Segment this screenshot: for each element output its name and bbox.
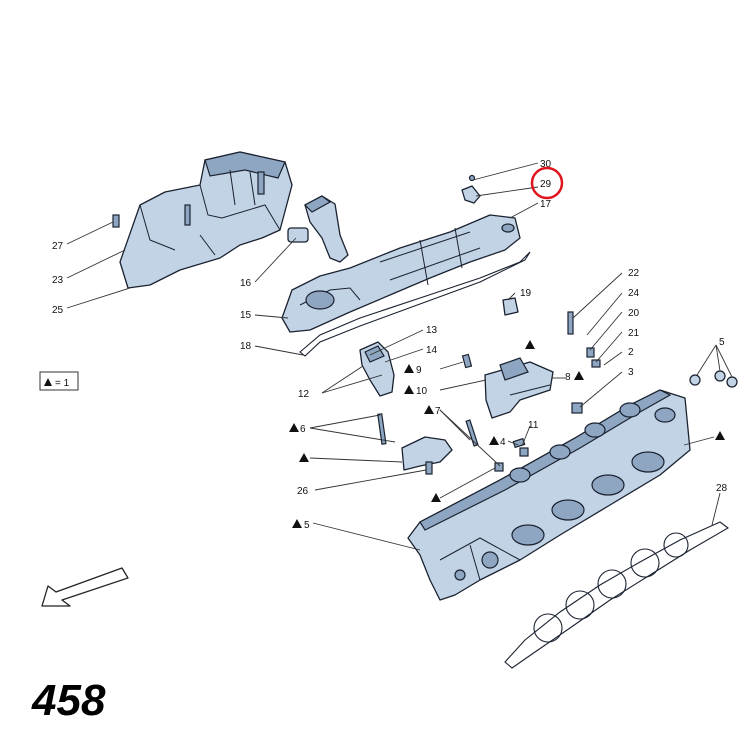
label-17: 17 bbox=[540, 199, 552, 210]
label-19: 19 bbox=[520, 288, 532, 299]
label-22: 22 bbox=[628, 268, 640, 279]
part-labels: 30 29 17 27 23 25 16 15 18 19 13 14 12 9… bbox=[52, 159, 728, 531]
solenoid-valve-part bbox=[359, 341, 395, 397]
label-4: 4 bbox=[500, 437, 506, 448]
label-25: 25 bbox=[52, 305, 64, 316]
label-28: 28 bbox=[716, 483, 728, 494]
label-16: 16 bbox=[240, 278, 252, 289]
caps-5-part bbox=[689, 370, 738, 388]
label-8: 8 bbox=[565, 372, 571, 383]
direction-arrow-icon bbox=[41, 567, 129, 607]
legend-text: = 1 bbox=[55, 378, 70, 389]
cover-gasket-part bbox=[299, 251, 531, 357]
label-21: 21 bbox=[628, 328, 640, 339]
leader-lines bbox=[66, 162, 733, 551]
label-5-right: 5 bbox=[719, 337, 725, 348]
dowel-26-part bbox=[425, 461, 433, 475]
model-number: 458 bbox=[31, 676, 106, 725]
legend-box: = 1 bbox=[39, 371, 79, 391]
label-9: 9 bbox=[416, 365, 422, 376]
bracket-part bbox=[484, 357, 554, 419]
label-3: 3 bbox=[628, 367, 634, 378]
sensor-29-part bbox=[461, 174, 481, 204]
label-2: 2 bbox=[628, 347, 634, 358]
cam-cap-part bbox=[377, 413, 479, 471]
label-7: 7 bbox=[435, 406, 441, 417]
label-11: 11 bbox=[528, 420, 539, 431]
label-20: 20 bbox=[628, 308, 640, 319]
head-ports bbox=[509, 402, 676, 546]
triangle-markers bbox=[289, 340, 725, 528]
plug-19-part bbox=[502, 297, 519, 316]
label-30: 30 bbox=[540, 159, 552, 170]
label-18: 18 bbox=[240, 341, 252, 352]
label-10: 10 bbox=[416, 386, 428, 397]
label-6: 6 bbox=[300, 424, 306, 435]
label-24: 24 bbox=[628, 288, 640, 299]
label-5-left: 5 bbox=[304, 520, 310, 531]
label-14: 14 bbox=[426, 345, 438, 356]
label-26: 26 bbox=[297, 486, 309, 497]
washer-2-part bbox=[571, 402, 583, 414]
label-12: 12 bbox=[298, 389, 310, 400]
bolt-9-part bbox=[461, 353, 473, 369]
cam-cover-part bbox=[281, 214, 521, 333]
bolt-27-part bbox=[112, 214, 120, 228]
label-29: 29 bbox=[540, 179, 552, 190]
heat-shield-part bbox=[119, 151, 293, 289]
stud-22-part bbox=[567, 311, 601, 368]
cylinder-head-part bbox=[407, 389, 691, 601]
ignition-coil-part bbox=[287, 195, 349, 263]
head-gasket-part bbox=[504, 521, 729, 669]
highlight-circle bbox=[530, 166, 564, 200]
label-27: 27 bbox=[52, 241, 64, 252]
label-13: 13 bbox=[426, 325, 438, 336]
label-15: 15 bbox=[240, 310, 252, 321]
label-23: 23 bbox=[52, 275, 64, 286]
